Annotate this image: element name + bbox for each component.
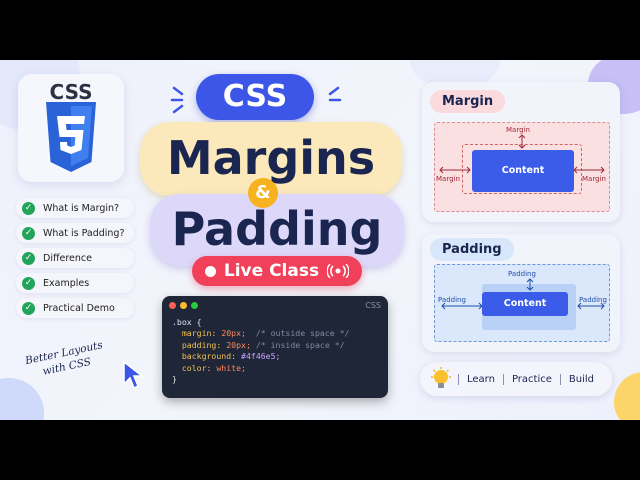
title-ampersand: & [248, 178, 278, 208]
check-icon: ✓ [22, 276, 35, 290]
code-prop: background: [181, 351, 237, 362]
topic-checklist: ✓ What is Margin? ✓ What is Padding? ✓ Diff… [16, 198, 134, 323]
checklist-label: Examples [43, 277, 90, 289]
padding-left-label: Padding [438, 296, 466, 304]
code-close: } [172, 374, 177, 385]
code-prop: color: [181, 362, 212, 373]
code-value: 20px; [226, 339, 251, 350]
checklist-item: ✓ What is Padding? [16, 223, 134, 243]
learn-label: Learn [458, 373, 503, 385]
check-icon: ✓ [22, 251, 35, 265]
cursor-icon [123, 360, 145, 390]
decor-blob [614, 372, 640, 420]
title-margins: Margins [140, 122, 402, 196]
sparkle-icon [170, 86, 184, 114]
css-logo-card: CSS [18, 74, 124, 182]
padding-content-box: Content [482, 292, 568, 316]
check-icon: ✓ [22, 201, 35, 215]
practice-label: Practice [502, 373, 560, 385]
checklist-label: Difference [43, 252, 92, 264]
lightbulb-icon [431, 367, 451, 388]
margin-panel-title: Margin [430, 90, 506, 113]
code-value: 20px; [221, 328, 246, 339]
margin-content-box: Content [472, 150, 574, 192]
margin-left-label: Margin [436, 175, 460, 183]
code-editor: CSS .box { margin: 20px; /* outside spac… [162, 296, 388, 398]
checklist-item: ✓ Difference [16, 248, 134, 268]
code-selector: .box { [172, 317, 202, 327]
checklist-label: What is Margin? [43, 202, 120, 214]
margin-right-label: Margin [582, 175, 606, 183]
broadcast-icon [327, 264, 350, 278]
logo-text: CSS [49, 80, 93, 104]
decor-blob [0, 378, 44, 420]
code-value: #4f46e5; [241, 351, 281, 362]
minimize-dot [180, 301, 187, 309]
code-prop: padding: [181, 339, 222, 350]
close-dot [169, 301, 176, 309]
code-prop: margin: [181, 328, 217, 339]
checklist-label: Practical Demo [43, 302, 115, 314]
record-icon [204, 265, 216, 277]
thumbnail: CSS ✓ What is Margin? ✓ What is Padding? ✓… [0, 60, 640, 420]
build-label: Build [559, 373, 602, 385]
live-class-badge: Live Class [192, 256, 362, 286]
padding-diagram-panel: Padding Padding Padding Padding Content [422, 234, 620, 352]
padding-arrows [441, 278, 605, 310]
margin-top-label: Margin [506, 126, 530, 134]
handwritten-note: Better Layouts with CSS [24, 338, 107, 382]
checklist-label: What is Padding? [43, 227, 125, 239]
code-value: white; [216, 362, 246, 373]
editor-titlebar: CSS [162, 296, 388, 314]
maximize-dot [191, 301, 198, 309]
check-icon: ✓ [22, 301, 35, 315]
checklist-item: ✓ Examples [16, 273, 134, 293]
sparkle-icon [328, 86, 342, 102]
live-class-label: Live Class [223, 261, 320, 281]
margin-arrows [439, 134, 605, 174]
padding-top-label: Padding [508, 270, 536, 278]
checklist-item: ✓ Practical Demo [16, 298, 134, 318]
check-icon: ✓ [22, 226, 35, 240]
checklist-item: ✓ What is Margin? [16, 198, 134, 218]
margin-diagram-panel: Margin Margin Margin Margin Content [422, 82, 620, 222]
padding-panel-title: Padding [430, 238, 514, 261]
learn-practice-build-bar: Learn Practice Build [420, 362, 612, 396]
title-padding: Padding [150, 194, 404, 266]
code-comment: /* inside space */ [255, 339, 345, 350]
css3-shield-icon [46, 102, 96, 172]
editor-language-tag: CSS [365, 300, 381, 310]
code-block: .box { margin: 20px; /* outside space */… [162, 314, 388, 388]
code-comment: /* outside space */ [255, 328, 350, 339]
title-css: CSS [196, 74, 314, 120]
padding-right-label: Padding [579, 296, 607, 304]
